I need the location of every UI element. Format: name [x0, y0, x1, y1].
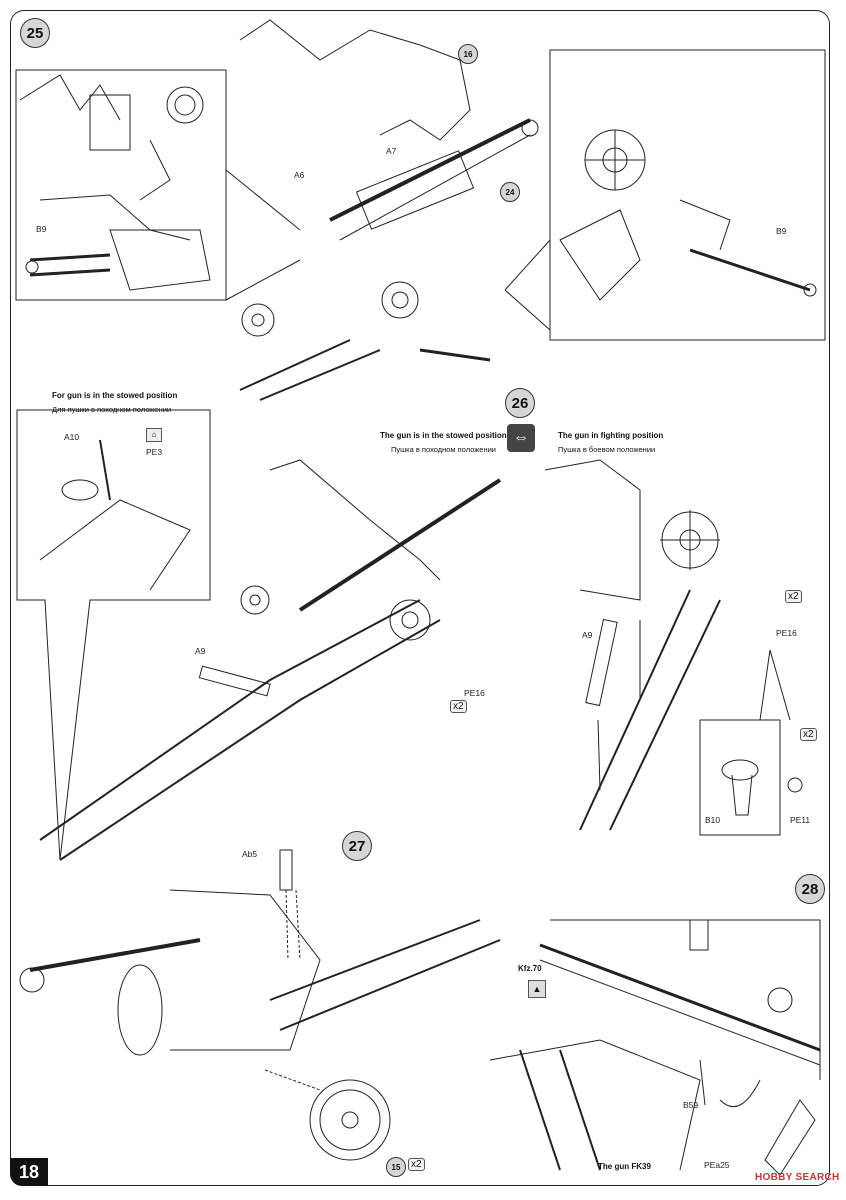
caption-stowed-en-left: For gun is in the stowed position [52, 391, 178, 400]
label-b10: B10 [705, 815, 721, 825]
label-pe3: PE3 [146, 447, 163, 457]
caption-gun-fk39: The gun FK39 [598, 1162, 651, 1171]
ring-icon: ⌂ [146, 428, 162, 442]
caption-stowed-ru-left: Для пушки в походном положении [52, 405, 172, 414]
label-b59: B59 [683, 1100, 699, 1110]
step-number-27: 27 [342, 831, 372, 861]
inset-26-right-detail [699, 719, 781, 836]
inset-26-left [16, 409, 211, 861]
step-number-26: 26 [505, 388, 535, 418]
page-number: 18 [10, 1158, 48, 1186]
label-ab5: Ab5 [242, 849, 258, 859]
inset-25-right [549, 49, 826, 341]
label-kfz70: Kfz.70 [518, 964, 542, 973]
label-a10: A10 [64, 432, 80, 442]
caption-fighting-en: The gun in fighting position [558, 431, 664, 440]
vehicle-icon: ▲ [528, 980, 546, 998]
label-pe16-mid: PE16 [464, 688, 485, 698]
watermark: HOBBY SEARCH [755, 1172, 840, 1183]
caption-stowed-en: The gun is in the stowed position [380, 431, 507, 440]
step-number-28: 28 [795, 874, 825, 904]
quantity-x2-mid: x2 [450, 700, 467, 713]
label-pea25: PEa25 [704, 1160, 730, 1170]
caption-fighting-ru: Пушка в боевом положении [558, 445, 656, 454]
step-number-25: 25 [20, 18, 50, 48]
label-a9-mid: A9 [195, 646, 206, 656]
label-pe16-right: PE16 [776, 628, 797, 638]
label-a6: A6 [294, 170, 305, 180]
part-circle-15: 15 [386, 1157, 406, 1177]
label-b9-left: B9 [36, 224, 47, 234]
swap-position-icon: ⇔ [507, 424, 535, 452]
part-circle-24: 24 [500, 182, 520, 202]
label-a9-right: A9 [582, 630, 593, 640]
quantity-x2-right: x2 [785, 590, 802, 603]
label-pe11: PE11 [790, 815, 811, 825]
inset-25-left [15, 69, 227, 301]
label-b9-right: B9 [776, 226, 787, 236]
quantity-x2-inset: x2 [800, 728, 817, 741]
label-a7: A7 [386, 146, 397, 156]
quantity-x2-wheel: x2 [408, 1158, 425, 1171]
part-circle-16: 16 [458, 44, 478, 64]
caption-stowed-ru: Пушка в походном положении [391, 445, 496, 454]
page-frame [10, 10, 830, 1186]
